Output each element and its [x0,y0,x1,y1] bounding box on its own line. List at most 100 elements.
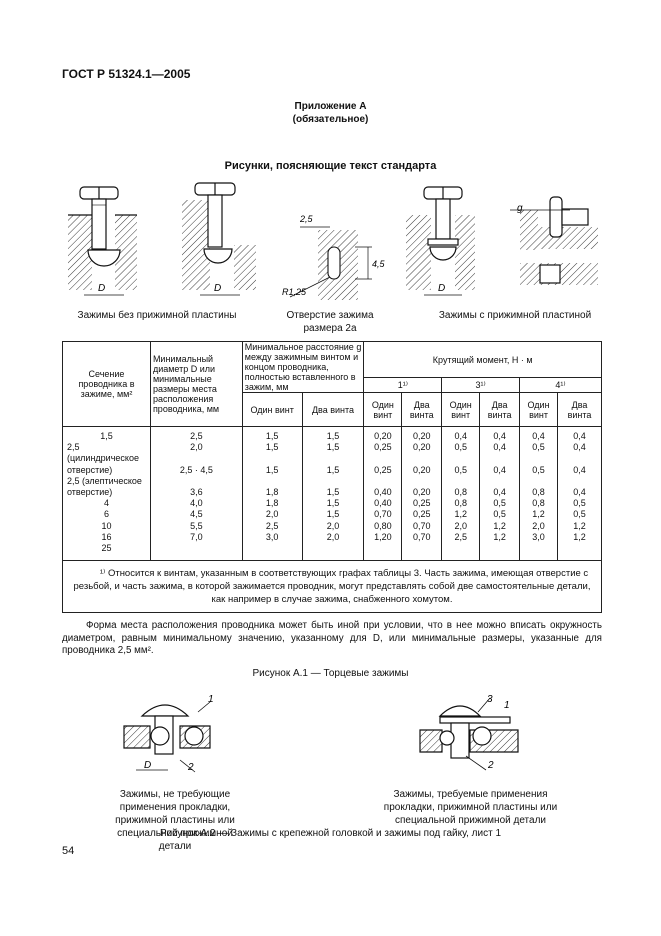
table-cell: 0,5 [532,464,545,475]
table-cell: 3,6 [190,486,203,497]
table-cell: 25 [101,543,112,554]
table-cell: 1,5 [326,509,340,520]
table-cell: 1,5 [326,464,340,475]
top-terminal-drawings: D D 2,5 4,5 R1,25 D [68,182,598,300]
table-cell: 6 [103,509,109,520]
table-cell: 1,5 [326,498,340,509]
table-cell: 0,5 [532,442,545,453]
label-dim-a: 2,5 [299,214,314,224]
table-cell: 0,25 [413,498,431,509]
screw-terminal-right [419,697,519,771]
body-paragraph: Форма места расположения проводника може… [62,620,602,656]
figure-a1-caption: Рисунок А.1 — Торцевые зажимы [252,668,409,679]
terminal-drawing-5 [510,196,598,285]
header-one-screw: Один винт [519,392,558,427]
caption-hole: Отверстие зажима размера 2а [286,310,374,334]
document-header: ГОСТ Р 51324.1—2005 [62,67,191,81]
table-cell: 0,5 [573,509,586,520]
table-footnote: ¹⁾ Относится к винтам, указанным в соотв… [62,560,602,613]
table-cell: 7,0 [190,531,203,542]
torque-group-1: 1¹⁾ [363,377,443,393]
figures-title: Рисунки, поясняющие текст стандарта [224,160,437,172]
table-cell: 0,8 [454,486,467,497]
table-cell: 5,5 [190,520,203,531]
table-cell: 2,0 [454,520,467,531]
table-cell: 0,8 [532,486,545,497]
table-cell: 1,8 [265,486,279,497]
label-d-4: D [438,283,445,294]
caption-with-plate: Зажимы с прижимной пластиной [438,310,592,321]
screw-terminal-left [123,701,211,773]
label-d-1: D [98,283,105,294]
table-cell: 0,20 [413,464,431,475]
terminal-drawing-2 [182,182,256,296]
table-cell: 1,2 [454,509,467,520]
label-2-right: 2 [487,760,494,771]
appendix-heading: Приложение А (обязательное) [0,100,661,126]
table-cell: 1,5 [100,431,113,441]
table-cell: 0,5 [454,442,467,453]
table-cell: 0,4 [573,431,586,441]
header-one-screw: Один винт [241,392,303,427]
table-cell: 3,0 [532,531,545,542]
table-cell: 0,4 [454,431,467,441]
header-section: Сечение проводника в зажиме, мм² [62,341,151,427]
table-cell: 0,5 [493,509,506,520]
label-2-left: 2 [187,762,194,773]
table-cell: 0,4 [493,442,506,453]
appendix-title: Приложение А [294,101,367,112]
table-cell: 1,2 [532,509,545,520]
table-cell: 0,40 [374,498,392,509]
label-g: g [517,203,523,214]
header-two-screws: Два винта [557,392,602,427]
table-cell: 0,4 [532,431,545,441]
terminal-drawing-4 [406,186,475,296]
table-cell: 1,2 [573,531,586,542]
table-cell: 2,0 [326,520,340,531]
label-d-bottom: D [144,760,151,771]
table-cell: 0,8 [454,498,467,509]
table-cell: 1,5 [265,464,279,475]
table-cell: 0,4 [493,464,506,475]
label-3-right: 3 [487,694,493,705]
table-cell: 16 [101,531,112,542]
bottom-terminal-drawings: D 1 2 3 1 2 [123,694,519,773]
header-two-screws: Два винта [301,392,365,427]
table-cell: 0,20 [413,442,431,453]
header-two-screws: Два винта [479,392,521,427]
torque-group-3: 3¹⁾ [441,377,521,393]
table-cell: 2,0 [326,531,340,542]
table-cell: 1,20 [374,531,392,542]
page-number: 54 [62,845,75,857]
table-cell: 2,5 (элептическое отверстие) [67,475,142,498]
table-cell: 0,20 [413,486,431,497]
table-cell: 2,0 [532,520,545,531]
table-cell: 1,5 [326,431,340,441]
label-d-2: D [214,283,221,294]
table-cell: 0,70 [413,531,431,542]
table-cell: 0,5 [454,464,467,475]
table-cell: 2,0 [265,509,279,520]
label-1-right: 1 [504,700,510,711]
table-cell: 0,8 [532,498,545,509]
figure-a2-caption: Рисунок А.2 — Зажимы с крепежной головко… [159,828,501,839]
table-cell: 0,4 [493,486,506,497]
table-cell: 0,25 [374,442,392,453]
table-cell: 0,5 [493,498,506,509]
header-one-screw: Один винт [363,392,403,427]
header-torque: Крутящий момент, Н · м [363,341,602,378]
table-cell: 4,0 [190,498,203,509]
table-cell: 0,25 [374,464,392,475]
table-cell: 3,0 [265,531,279,542]
table-cell: 10 [101,520,112,531]
torque-group-4: 4¹⁾ [519,377,602,393]
table-cell: 2,0 [190,442,203,453]
table-cell: 0,70 [374,509,392,520]
caption-no-plate: Зажимы без прижимной пластины [77,310,237,321]
